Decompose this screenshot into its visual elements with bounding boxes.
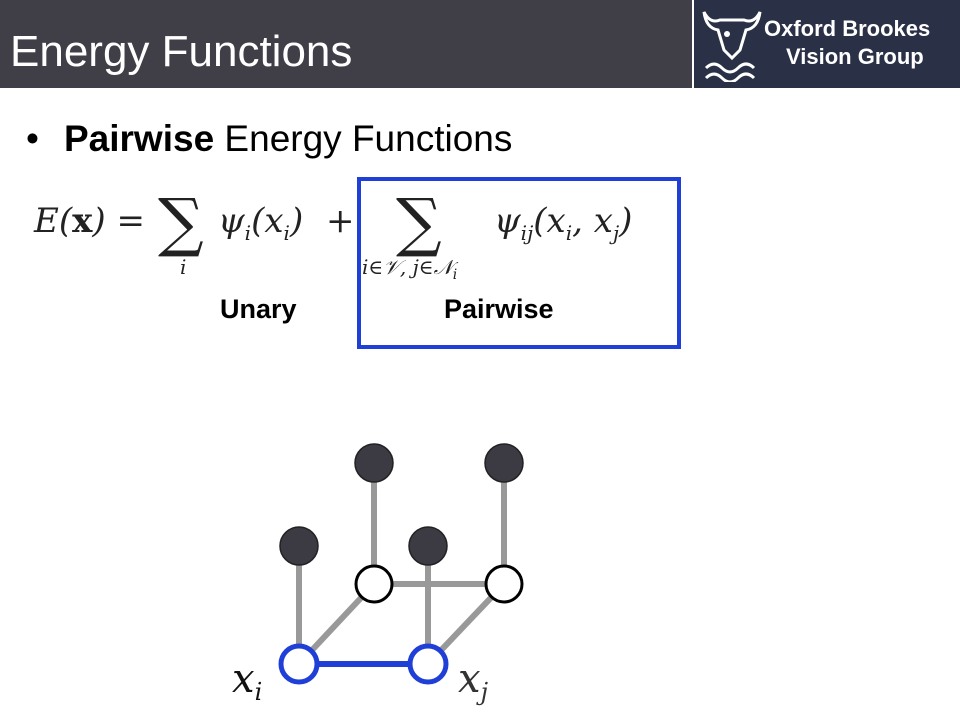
hidden-node-top-right bbox=[484, 564, 524, 604]
observed-node-xi bbox=[279, 526, 319, 566]
logo-text-line2: Vision Group bbox=[786, 44, 924, 69]
sum-symbol-1: ∑ bbox=[158, 186, 204, 260]
sum-symbol-2: ∑ bbox=[396, 186, 442, 260]
node-xi bbox=[278, 643, 320, 685]
pairwise-graph: xi xj bbox=[232, 443, 524, 706]
equation-plus: + bbox=[326, 201, 355, 241]
bullet-item: • Pairwise Energy Functions bbox=[26, 118, 512, 160]
slide-title: Energy Functions bbox=[10, 27, 353, 76]
bullet-bold-text: Pairwise bbox=[64, 118, 215, 159]
observed-node-xj bbox=[408, 526, 448, 566]
observed-node-top-right bbox=[484, 443, 524, 483]
bull-head-and-waves-icon bbox=[702, 11, 762, 82]
label-xi: xi bbox=[232, 656, 262, 706]
energy-equation: E(x) = ∑ i ψi(xi) + ∑ i∈𝒱, j∈𝒩i ψij(xi, … bbox=[33, 186, 632, 283]
pairwise-term: ψij(xi, xj) bbox=[494, 201, 632, 245]
observed-node-top-left bbox=[354, 443, 394, 483]
bullet-text: Energy Functions bbox=[214, 118, 513, 159]
label-xj: xj bbox=[458, 656, 489, 706]
title-bar: Energy Functions bbox=[0, 0, 692, 88]
pairwise-label: Pairwise bbox=[444, 294, 554, 324]
sum2-index: i∈𝒱, j∈𝒩i bbox=[362, 255, 459, 283]
pairwise-highlight-box bbox=[357, 177, 681, 349]
node-xj bbox=[407, 643, 449, 685]
hidden-node-top-left bbox=[354, 564, 394, 604]
logo-text-line1: Oxford Brookes bbox=[764, 16, 931, 41]
logo-panel: Oxford Brookes Vision Group bbox=[694, 0, 960, 88]
unary-label: Unary bbox=[220, 294, 297, 324]
sum1-index: i bbox=[180, 255, 186, 279]
graph-gray-edges bbox=[296, 463, 507, 667]
unary-term: ψi(xi) bbox=[218, 201, 303, 245]
bullet-dot: • bbox=[26, 118, 39, 159]
equation-lhs: E(x) = bbox=[33, 201, 145, 241]
